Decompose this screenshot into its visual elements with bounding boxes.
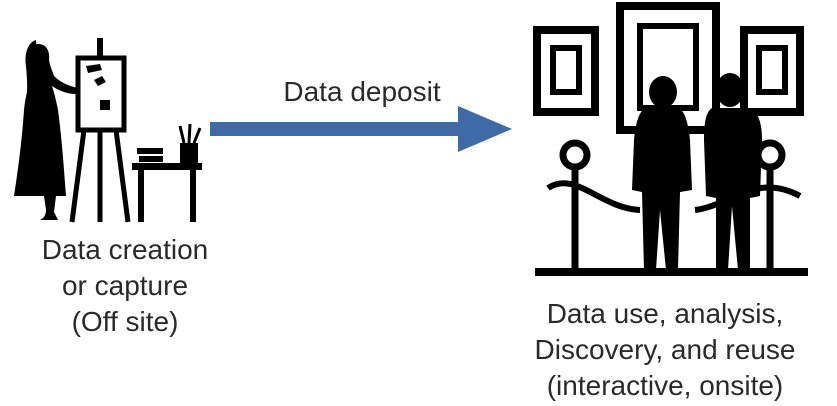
right-caption: Data use, analysis, Discovery, and reuse… xyxy=(495,296,835,404)
easel-leg xyxy=(113,129,131,223)
painting-mark xyxy=(86,64,110,110)
left-caption-line: (Off site) xyxy=(71,306,179,337)
right-caption-line: Discovery, and reuse xyxy=(534,334,796,365)
rope xyxy=(546,180,641,213)
arrow-shaft xyxy=(210,122,462,136)
side-table-leg xyxy=(138,170,144,222)
arrow-label: Data deposit xyxy=(283,76,441,107)
side-table-leg xyxy=(190,170,196,222)
visitor-body xyxy=(632,108,692,270)
stanchion-top xyxy=(559,139,591,171)
artist-hair xyxy=(25,40,38,100)
left-caption: Data creation or capture (Off site) xyxy=(0,232,250,340)
picture-frame-inner xyxy=(550,45,582,95)
left-caption-line: or capture xyxy=(61,270,189,301)
easel-leg xyxy=(69,129,87,223)
books xyxy=(139,156,163,162)
books xyxy=(137,148,163,154)
arrow-head xyxy=(458,106,512,152)
visitor-head xyxy=(649,76,677,108)
picture-frame xyxy=(740,26,804,116)
brush-pot xyxy=(180,143,198,163)
right-caption-line: (interactive, onsite) xyxy=(546,370,784,401)
right-caption-line: Data use, analysis, xyxy=(546,298,784,329)
picture-frame xyxy=(533,26,599,116)
picture-frame-inner xyxy=(756,45,788,95)
visitor-body xyxy=(704,108,762,270)
side-table-top xyxy=(132,163,202,170)
visitor-head xyxy=(716,73,744,107)
left-caption-line: Data creation xyxy=(41,234,209,265)
